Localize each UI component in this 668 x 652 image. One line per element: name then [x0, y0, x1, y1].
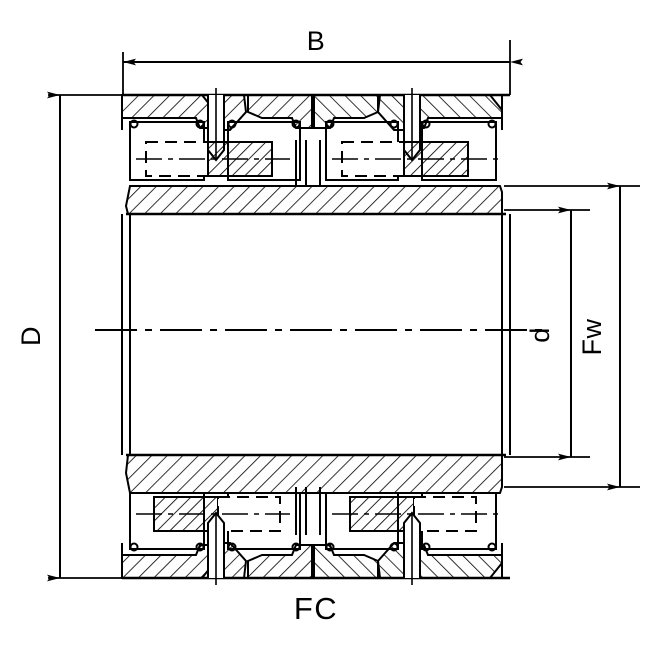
cage-rib-detail: [195, 119, 205, 129]
inner-ring-body: [124, 185, 503, 215]
cage-rib-detail: [421, 119, 431, 129]
cage-raceway-upper: [129, 119, 497, 186]
dimension-label-d: d: [525, 327, 555, 343]
cage-rib-detail: [129, 542, 139, 552]
dimension-label-Fw: Fw: [577, 319, 607, 356]
cage-rib-detail: [389, 119, 399, 129]
cage-rib-detail: [291, 119, 301, 129]
inner-ring-body: [124, 454, 503, 494]
dimension-d: d: [504, 206, 590, 461]
outer-ring-upper: [121, 93, 510, 131]
cage-rib-detail: [487, 542, 497, 552]
cage-rib-detail: [227, 119, 237, 129]
dimension-label-B: B: [307, 26, 326, 56]
outer-ring-groove-group-lower: [207, 511, 421, 585]
roller-set-upper: [136, 141, 500, 177]
dimension-label-D: D: [16, 326, 46, 346]
cage-rib-detail: [487, 119, 497, 129]
cage-rib-detail: [325, 119, 335, 129]
outer-ring-lower: [121, 542, 510, 580]
dimension-D: D: [16, 91, 125, 582]
cage-pocket: [129, 121, 205, 181]
upper-bearing-half: [121, 88, 511, 326]
lower-bearing-half: [121, 326, 511, 585]
roller-set-lower: [136, 496, 500, 532]
inner-ring-upper: [124, 185, 506, 216]
dimension-B: B: [122, 26, 523, 95]
drawing-caption-fc: FC: [294, 591, 338, 626]
dimension-Fw: Fw: [504, 182, 640, 491]
inner-ring-lower: [124, 453, 506, 494]
cage-pocket: [325, 121, 399, 181]
cage-rib-detail: [129, 119, 139, 129]
